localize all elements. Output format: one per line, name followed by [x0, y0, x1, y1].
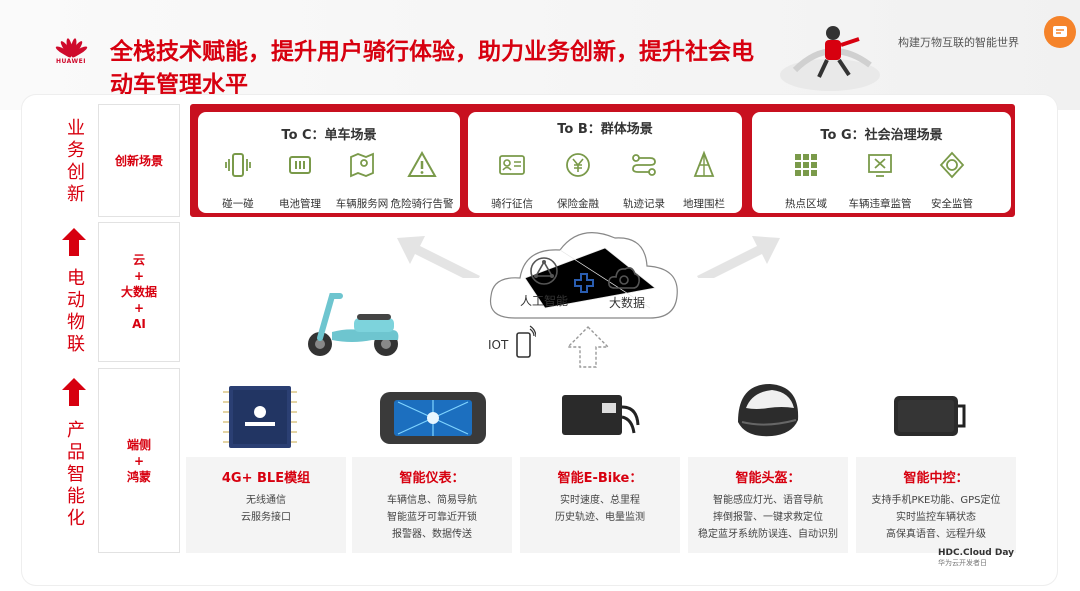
scene-title: To G：社会治理场景 [820, 128, 943, 143]
phone-signal-icon [516, 325, 536, 358]
logo-text: HUAWEI [55, 58, 87, 65]
huawei-logo: HUAWEI [50, 34, 92, 65]
scene-item: 热点区域 [768, 150, 844, 211]
cloud-ai-label: 人工智能 [520, 294, 569, 308]
scene-item: 骑行征信 [474, 150, 550, 211]
warning-icon [407, 150, 437, 177]
footer-brand: HDC.Cloud Day 华为云开发者日 [938, 548, 1015, 567]
arrow-up-left-icon [397, 236, 480, 278]
scene-title: To B：群体场景 [557, 122, 653, 137]
arrow-up-right-icon [697, 236, 780, 278]
scooter-image [308, 293, 399, 356]
label-product-intelligence: 产品智能化 [67, 420, 85, 529]
dashed-up-arrow-icon [566, 326, 610, 368]
scene-item: 危险骑行告警 [384, 150, 460, 211]
smart-helmet-image [738, 384, 799, 437]
geofence-icon [693, 150, 715, 177]
feedback-button[interactable] [1044, 16, 1076, 48]
bigdata-icon [608, 267, 640, 289]
scene-item: 轨迹记录 [606, 150, 682, 211]
label-business-innovation: 业务创新 [67, 118, 85, 205]
scene-item: 电池管理 [262, 150, 338, 211]
iot-label: IOT [488, 338, 509, 352]
battery-icon [289, 156, 311, 174]
ebike-controller-image [562, 395, 640, 435]
product-card: 智能仪表： 车辆信息、简易导航 智能蓝牙可靠近开锁 报警器、数据传送 [352, 457, 512, 553]
product-card: 智能头盔： 智能感应灯光、语音导航 摔倒报警、一键求救定位 稳定蓝牙系统防误连、… [688, 457, 848, 553]
scene-title: To C：单车场景 [281, 128, 377, 143]
scene-card-tog: To G：社会治理场景 热点区域 车辆违章监管 安全监管 [752, 112, 1011, 213]
ai-icon [530, 257, 558, 285]
product-card: 4G+ BLE模组 无线通信 云服务接口 [186, 457, 346, 553]
ble-module-image [223, 386, 297, 448]
cloud-bigdata-label: 大数据 [609, 296, 646, 310]
label-ev-iot: 电动物联 [67, 268, 85, 355]
scene-card-tob: To B：群体场景 骑行征信 保险金融 轨迹记录 地理围栏 [468, 112, 742, 213]
scene-item: 地理围栏 [666, 150, 742, 211]
plus-icon [574, 273, 594, 293]
rider-illustration [780, 26, 880, 91]
up-arrow-icon [62, 378, 86, 406]
up-arrow-icon [62, 228, 86, 256]
yuan-coin-icon [566, 153, 590, 177]
scene-item: 碰一碰 [200, 150, 276, 211]
vibrate-phone-icon [225, 153, 251, 177]
scene-item: 车辆违章监管 [842, 150, 918, 211]
slogan: 构建万物互联的智能世界 [898, 36, 1019, 49]
credit-id-icon [499, 155, 525, 175]
message-icon [1053, 26, 1067, 37]
grid-hotspot-icon [795, 154, 817, 176]
scene-card-toc: To C：单车场景 碰一碰 电池管理 车辆服务网 危险骑行告警 [198, 112, 460, 213]
scenes-frame: To C：单车场景 碰一碰 电池管理 车辆服务网 危险骑行告警 To B：群体场… [190, 104, 1015, 217]
cloud-shape [489, 232, 678, 319]
page-title: 全栈技术赋能，提升用户骑行体验，助力业务创新，提升社会电动车管理水平 [110, 39, 754, 98]
product-card: 智能中控： 支持手机PKE功能、GPS定位 实时监控车辆状态 高保真语音、远程升… [856, 457, 1016, 553]
scene-item: 保险金融 [540, 150, 616, 211]
category-cloud: 云 + 大数据 + AI [98, 222, 180, 362]
map-pin-icon [350, 152, 374, 178]
scene-item: 车辆服务网 [324, 150, 400, 211]
smart-central-control-image [894, 396, 966, 436]
scene-item: 安全监管 [914, 150, 990, 211]
safety-eye-icon [939, 151, 965, 179]
smart-dashboard-image [380, 392, 486, 444]
route-icon [632, 154, 656, 176]
violation-monitor-icon [868, 154, 892, 177]
category-device: 端侧 + 鸿蒙 [98, 368, 180, 553]
product-card: 智能E-Bike： 实时速度、总里程 历史轨迹、电量监测 [520, 457, 680, 553]
category-innovation: 创新场景 [98, 104, 180, 217]
